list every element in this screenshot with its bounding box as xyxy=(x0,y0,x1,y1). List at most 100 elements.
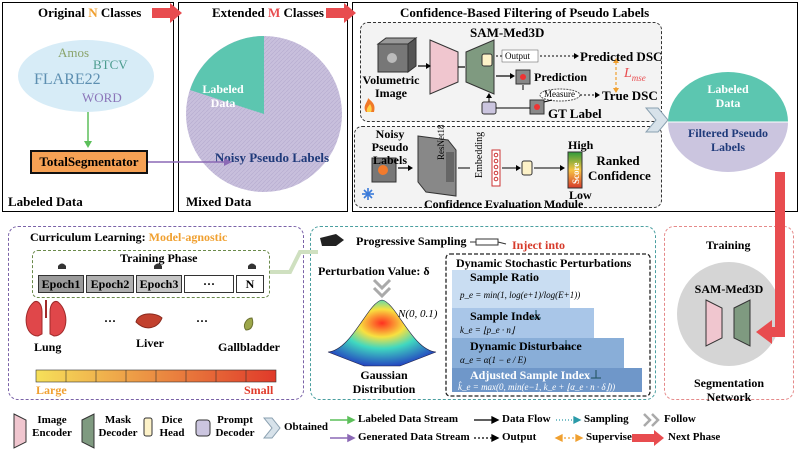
confidence-module-label: Confidence Evaluation Module xyxy=(424,197,584,211)
legend-image-encoder: Image Encoder xyxy=(32,414,72,439)
sample-ratio-box xyxy=(452,270,570,310)
legend-data-flow: Data Flow xyxy=(502,413,551,425)
dynamic-disturbance-box xyxy=(452,338,624,368)
epoch-2: Epoch2 xyxy=(86,275,134,293)
sample-index-box xyxy=(452,308,594,338)
original-classes-title: Original N Classes xyxy=(38,5,142,20)
epoch-ellipsis: ··· xyxy=(184,275,234,293)
legend-prompt-decoder: Prompt Decoder xyxy=(215,414,255,439)
dataset-word: WORD xyxy=(82,90,122,105)
size-large: Large xyxy=(36,383,67,397)
output-tag-label: Output xyxy=(505,51,531,61)
legend-supervise: Supervise xyxy=(586,431,632,443)
legend-labeled-stream: Labeled Data Stream xyxy=(358,413,459,425)
distribution-label: N(0, 0.1) xyxy=(398,308,438,320)
sample-ratio-label: Sample Ratio xyxy=(470,270,539,284)
legend-follow: Follow xyxy=(664,413,696,425)
totalsegmentator-label: TotalSegmentator xyxy=(39,154,139,169)
gallbladder-icon xyxy=(243,317,254,331)
training-model-circle xyxy=(677,262,781,366)
next-phase-arrow-down xyxy=(770,172,785,337)
legend-output-icon xyxy=(474,433,500,443)
next-phase-arrow-2 xyxy=(326,3,356,23)
legend-follow-icon xyxy=(643,413,660,427)
segmentation-network-label: Segmentation Network xyxy=(694,376,764,404)
liver-icon xyxy=(135,313,163,329)
dataset-cloud xyxy=(18,40,154,112)
training-model-label: SAM-Med3D xyxy=(694,282,764,296)
adjusted-sample-index-label: Adjusted Sample Index xyxy=(470,368,591,382)
volumetric-image-label: Volumetric Image xyxy=(362,73,420,100)
training-phase-label: Training Phase xyxy=(120,251,198,265)
sampling-panel xyxy=(310,226,656,400)
true-dsc-label: True DSC xyxy=(602,88,658,103)
training-image-encoder xyxy=(705,299,723,347)
perturbation-value-label: Perturbation Value: δ xyxy=(318,264,430,278)
mixed-data-caption: Mixed Data xyxy=(186,194,252,209)
pie-labeled-label: Labeled Data xyxy=(202,82,244,110)
labeled-data-caption: Labeled Data xyxy=(8,194,83,209)
legend-labeled-stream-icon xyxy=(330,415,356,425)
cloud-arrow xyxy=(84,112,92,148)
epoch-n: N xyxy=(236,275,264,293)
score-bar xyxy=(567,151,583,189)
adjusted-index-box xyxy=(452,368,642,392)
filtered-labeled-label: Labeled Data xyxy=(707,82,749,110)
dynamic-disturbance-formula: α_e = α(1 − e / E) xyxy=(460,355,527,365)
inject-into-label: Inject into xyxy=(512,238,565,252)
filtered-labeled-half xyxy=(668,72,788,122)
extended-classes-title: Extended M Classes xyxy=(212,5,324,20)
syringe-icon xyxy=(470,238,507,246)
obtained-chevron xyxy=(644,107,669,133)
legend-next-phase-icon xyxy=(632,430,664,446)
dataset-btcv: BTCV xyxy=(93,57,128,72)
filtering-title: Confidence-Based Filtering of Pseudo Lab… xyxy=(400,5,650,20)
legend-obtained-icon xyxy=(262,417,281,439)
sample-index-label: Sample Index xyxy=(470,309,541,323)
lung-icon xyxy=(25,300,67,337)
loss-mse-label: Lmse xyxy=(624,66,646,83)
embedding-vector xyxy=(491,149,501,187)
legend-encoder-icon xyxy=(13,413,27,449)
ranked-confidence-label: Ranked Confidence xyxy=(588,153,651,183)
gaussian-surface xyxy=(327,299,437,367)
gt-label-label: GT Label xyxy=(548,106,602,121)
follow-chevrons xyxy=(372,278,392,299)
organ-liver: Liver xyxy=(136,336,164,350)
generated-stream-arrow xyxy=(148,158,232,166)
dynamic-disturbance-label: Dynamic Disturbance xyxy=(470,339,582,353)
sam-dice-head xyxy=(481,53,493,67)
training-title: Training xyxy=(706,238,751,252)
output-tag xyxy=(501,49,539,63)
organ-lung: Lung xyxy=(34,340,62,354)
predicted-dsc-label: Predicted DSC xyxy=(580,49,663,64)
dsp-box xyxy=(445,253,651,397)
legend-output: Output xyxy=(502,431,537,443)
noisy-pseudo-labels-caption: Noisy Pseudo Labels xyxy=(371,127,409,167)
low-label: Low xyxy=(569,188,592,202)
sample-index-formula: k_e = ⌊p_e · n⌋ xyxy=(460,325,515,335)
high-label: High xyxy=(568,138,594,152)
organ-gallbladder: Gallbladder xyxy=(218,340,281,354)
legend-decoder-icon xyxy=(81,413,95,449)
legend-dice-head: Dice Head xyxy=(159,414,185,439)
organ-dots-2: ··· xyxy=(196,314,209,328)
training-panel xyxy=(664,226,794,400)
confidence-module-subpanel xyxy=(354,126,662,208)
curriculum-title: Curriculum Learning: Model-agnostic xyxy=(30,230,228,244)
gaussian-label: Gaussian Distribution xyxy=(352,368,416,396)
epoch-3: Epoch3 xyxy=(136,275,182,293)
dsp-title: Dynamic Stochastic Perturbations xyxy=(456,256,632,270)
confidence-dice-head xyxy=(521,160,533,176)
legend-dice-icon xyxy=(143,417,153,437)
prediction-label: Prediction xyxy=(534,70,588,84)
sample-ratio-formula: p_e = min(1, log(e+1)/log(E+1)) xyxy=(460,290,581,300)
filtered-pseudo-half xyxy=(668,122,788,172)
legend-next-phase: Next Phase xyxy=(668,431,721,443)
